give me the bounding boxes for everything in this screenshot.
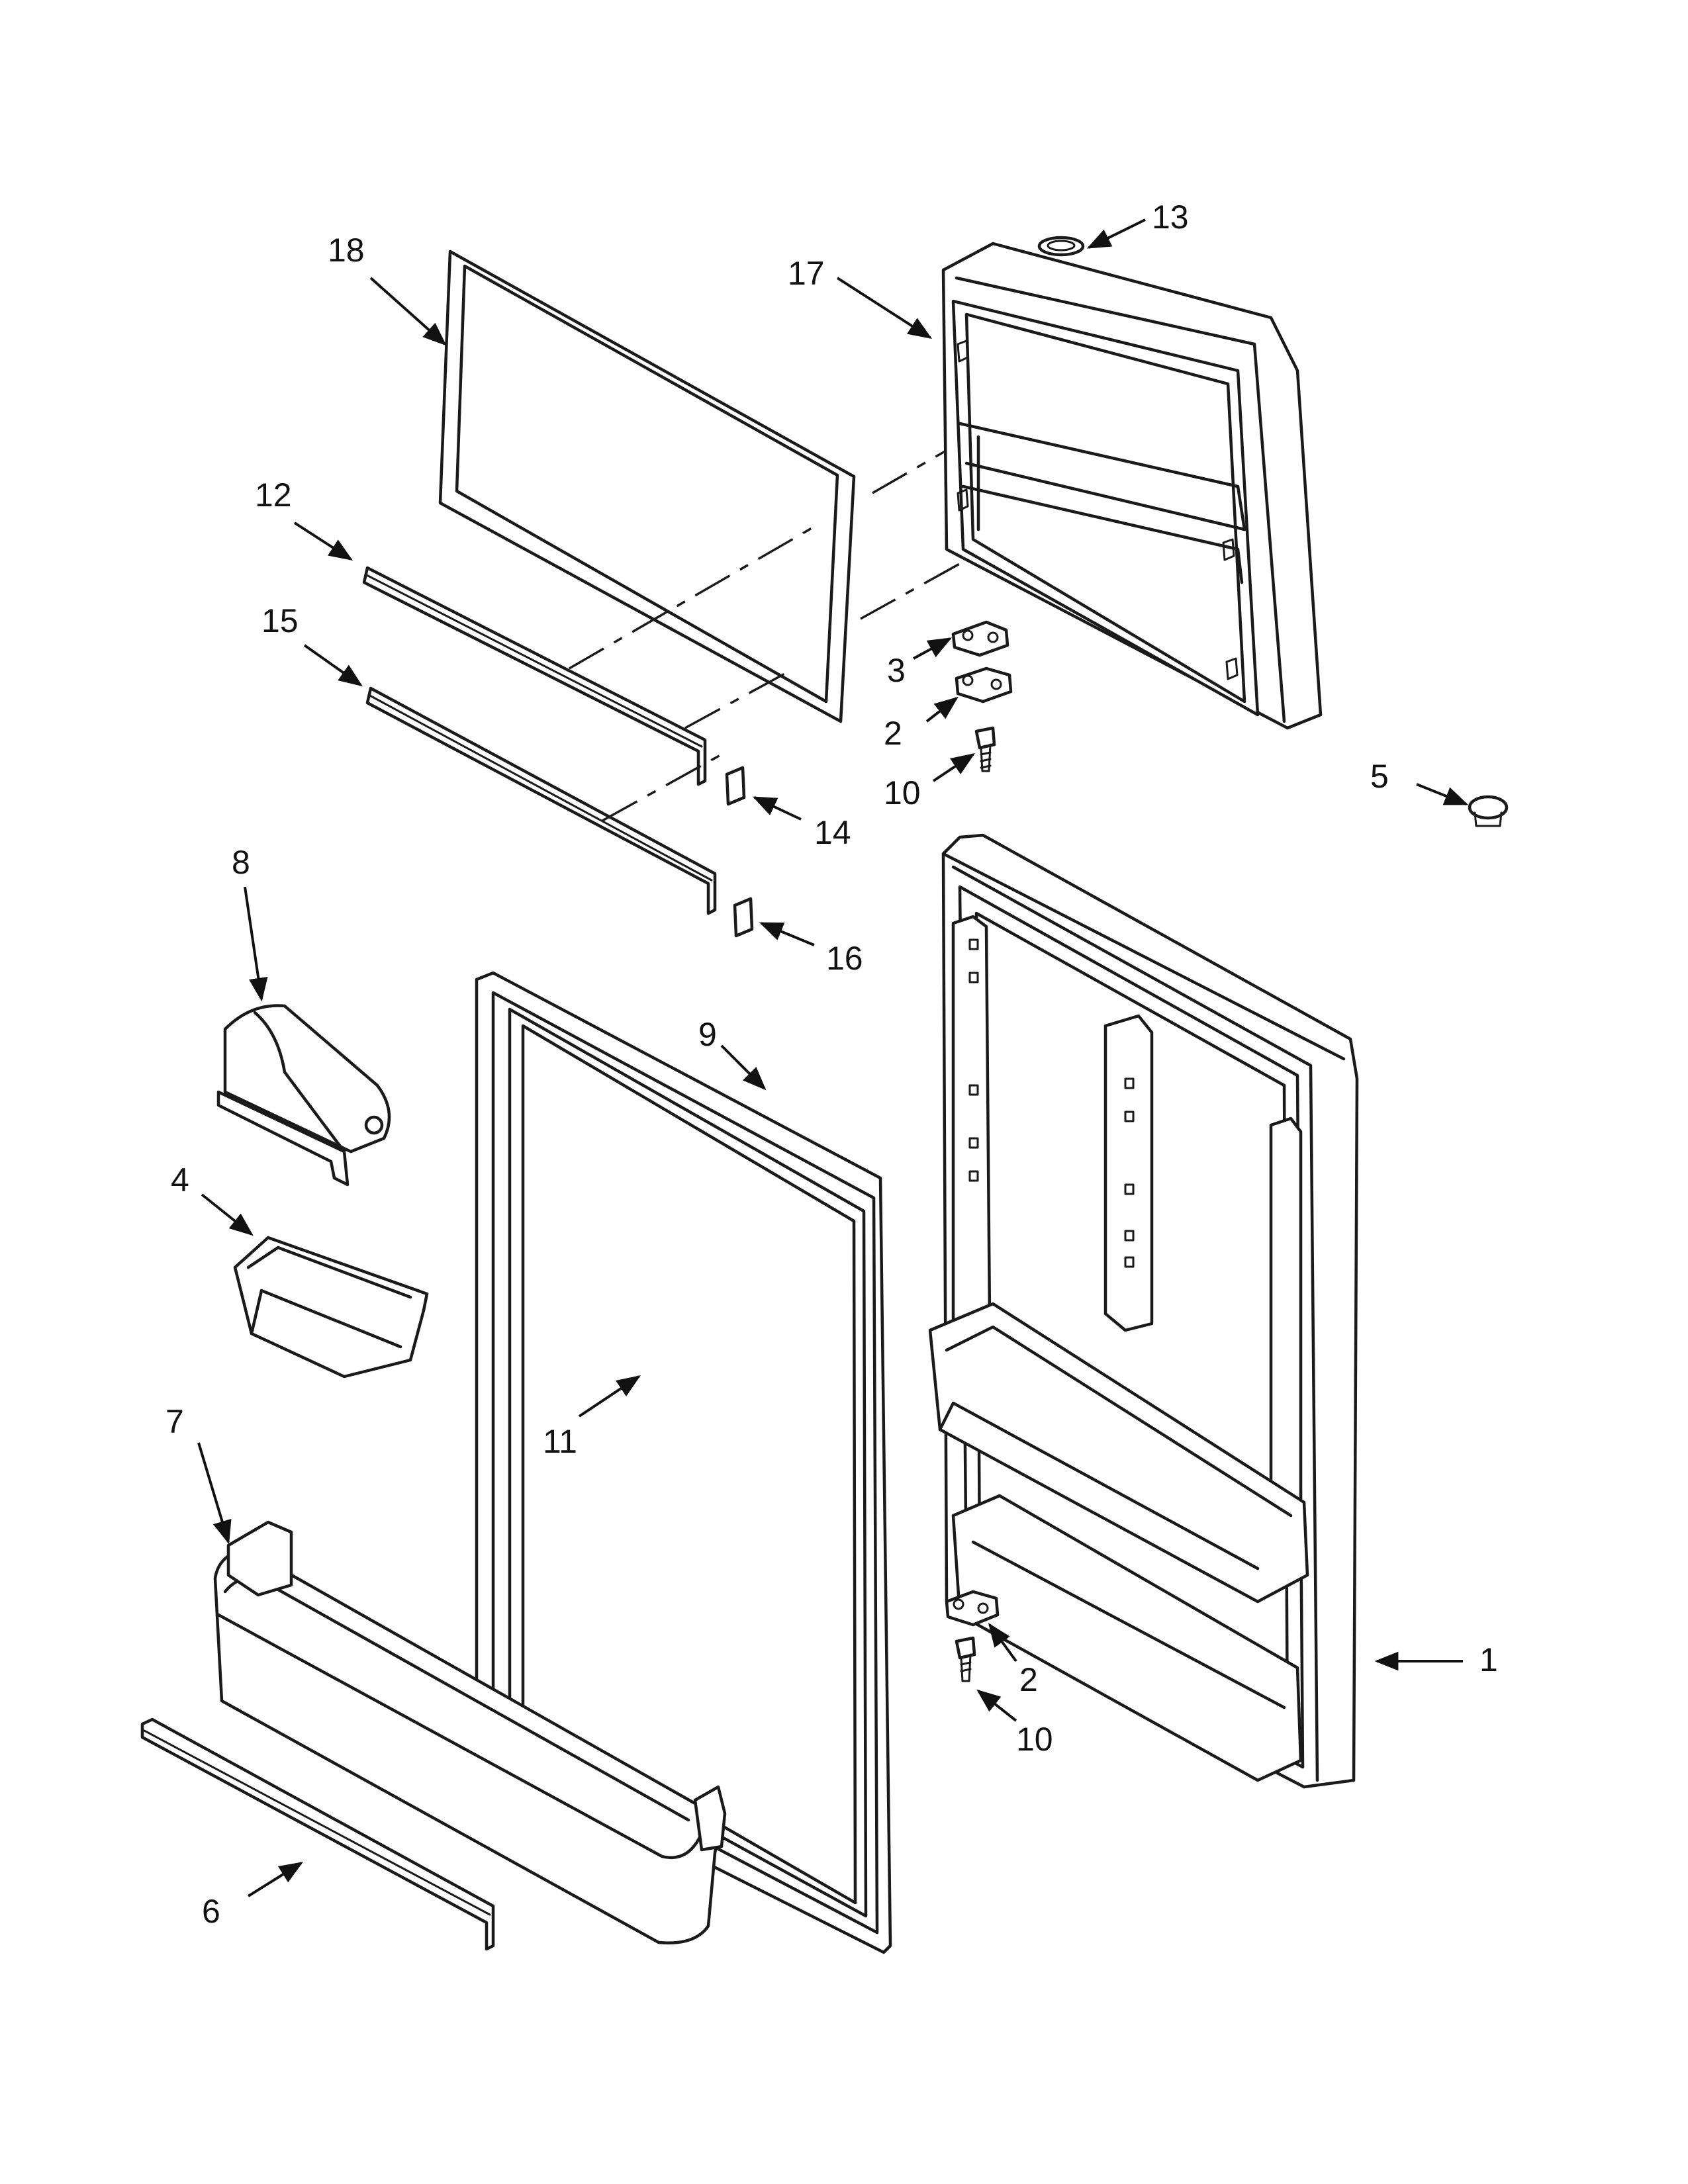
callout-4: 4 xyxy=(171,1161,189,1199)
freezer-door-assembly xyxy=(941,242,1323,730)
door-bin-large xyxy=(213,1520,727,1944)
leader-17 xyxy=(836,277,933,339)
callout-9: 9 xyxy=(698,1016,717,1053)
leader-13 xyxy=(1086,218,1146,249)
end-cap-lower xyxy=(733,897,754,938)
leader-4 xyxy=(201,1193,254,1236)
leader-10b xyxy=(976,1689,1017,1722)
leader-14 xyxy=(752,796,802,821)
leader-arrows xyxy=(197,218,1469,1897)
bin-trim-strip xyxy=(140,1717,495,1951)
cap-plug xyxy=(1037,236,1085,257)
callout-18: 18 xyxy=(328,232,365,269)
leader-2b xyxy=(988,1623,1017,1662)
callout-13: 13 xyxy=(1152,199,1189,236)
callout-12: 12 xyxy=(255,477,292,514)
callout-2-upper: 2 xyxy=(884,715,902,752)
leader-3 xyxy=(913,637,953,660)
shelf-trim-lower xyxy=(365,686,717,915)
hinge-shim xyxy=(951,620,1009,657)
callout-5: 5 xyxy=(1370,758,1389,795)
end-cap-upper xyxy=(725,766,746,806)
plug-button xyxy=(1468,795,1509,827)
callout-1: 1 xyxy=(1479,1641,1498,1678)
shelf-trim-upper xyxy=(362,566,707,786)
leader-7 xyxy=(197,1442,232,1545)
callout-10-lower: 10 xyxy=(1016,1721,1053,1758)
leader-12 xyxy=(293,522,353,561)
leader-11 xyxy=(578,1375,641,1418)
leader-5 xyxy=(1416,783,1469,805)
callout-10-upper: 10 xyxy=(884,774,921,811)
callout-3: 3 xyxy=(887,652,906,689)
leader-10a xyxy=(932,753,975,782)
leader-15 xyxy=(303,644,363,687)
callout-15: 15 xyxy=(261,602,299,639)
callout-8: 8 xyxy=(232,844,250,881)
callout-17: 17 xyxy=(788,255,825,292)
hinge-screw-lower xyxy=(955,1636,976,1682)
callout-16: 16 xyxy=(826,940,863,977)
leader-2a xyxy=(925,696,959,723)
callout-2-lower: 2 xyxy=(1019,1661,1038,1698)
hinge-upper xyxy=(955,666,1013,704)
hinge-lower xyxy=(945,1590,1000,1627)
leader-6 xyxy=(247,1862,304,1897)
small-door-bin xyxy=(233,1236,429,1379)
leader-8 xyxy=(244,886,268,1002)
leader-16 xyxy=(759,922,815,946)
callout-6: 6 xyxy=(202,1893,220,1930)
hinge-screw-upper xyxy=(974,726,996,772)
leader-18 xyxy=(369,277,447,346)
leader-9 xyxy=(720,1044,767,1091)
callout-14: 14 xyxy=(814,814,851,851)
callout-11: 11 xyxy=(543,1423,577,1460)
door-gasket-upper xyxy=(438,250,856,723)
callout-7: 7 xyxy=(165,1403,184,1440)
dairy-cover xyxy=(216,1004,391,1187)
door-assembly-lower xyxy=(928,833,1359,1789)
callout-labels: 18 17 13 12 15 14 16 3 2 10 5 8 9 4 11 7… xyxy=(165,199,1498,1930)
